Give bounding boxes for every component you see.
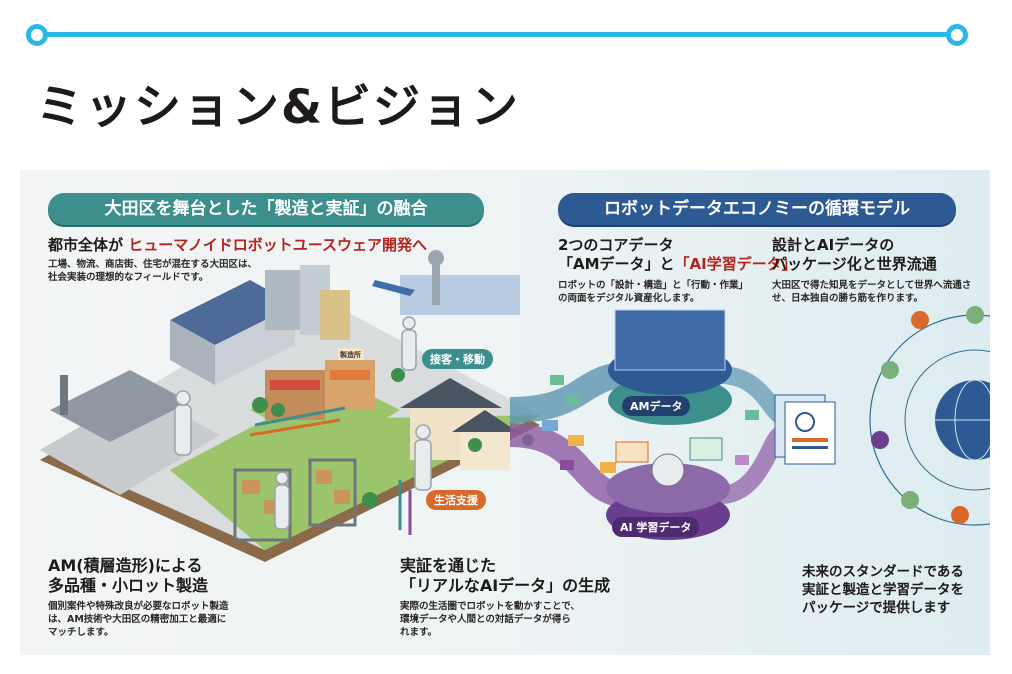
line-end-dot-right — [946, 24, 968, 46]
package-description: 大田区で得た知見をデータとして世界へ流通させ、日本独自の勝ち筋を作ります。 — [772, 280, 972, 304]
city-buildings — [265, 250, 520, 340]
am-manufacturing-title: AM(積層造形)による 多品種・小ロット製造 — [48, 556, 208, 596]
ai-data-label: AI 学習データ — [612, 517, 700, 537]
life-support-label: 生活支援 — [426, 490, 486, 510]
mission-infographic — [20, 170, 990, 655]
am-title-line1: AM(積層造形)による — [48, 556, 203, 575]
warehouse-shelves — [233, 458, 357, 542]
headline-prefix: 都市全体が — [48, 236, 124, 254]
headline-highlight: ヒューマノイドロボットユースウェア開発へ — [128, 236, 428, 254]
core-title-line1: 2つのコアデータ — [558, 236, 674, 254]
demo-title-line1: 実証を通じた — [400, 556, 497, 575]
core-title-am: 「AMデータ」と — [558, 255, 675, 273]
line-end-dot-left — [26, 24, 48, 46]
header-divider-line — [34, 32, 958, 37]
core-title-ai: 「AI学習データ」 — [674, 255, 797, 273]
package-title-line2: パッケージ化と世界流通 — [772, 255, 937, 273]
city-headline: 都市全体が ヒューマノイドロボットユースウェア開発へ — [48, 236, 427, 255]
future-line2: 実証と製造と学習データを — [802, 582, 964, 598]
humanoid-robots — [174, 316, 432, 530]
ai-data-hub — [606, 437, 730, 540]
future-statement: 未来のスタンダードである 実証と製造と学習データを パッケージで提供します — [802, 563, 964, 617]
shop-sign: 製造所 — [340, 351, 361, 359]
core-data-description: ロボットの「設計・構造」と「行動・作業」の両面をデジタル資産化します。 — [558, 280, 749, 304]
future-line3: パッケージで提供します — [802, 600, 951, 616]
package-title: 設計とAIデータの パッケージ化と世界流通 — [772, 236, 937, 274]
demo-title-line2: 「リアルなAIデータ」の生成 — [400, 576, 611, 595]
left-section-banner: 大田区を舞台とした「製造と実証」の融合 — [48, 193, 484, 225]
data-package-documents — [774, 394, 836, 465]
trees — [252, 368, 534, 508]
infographic-illustration — [40, 250, 990, 562]
am-title-line2: 多品種・小ロット製造 — [48, 576, 209, 595]
right-section-banner: ロボットデータエコノミーの循環モデル — [558, 193, 956, 225]
am-manufacturing-description: 個別案件や特殊改良が必要なロボット製造は、AM技術や大田区の精密加工と最適にマッ… — [48, 601, 229, 638]
am-data-label: AMデータ — [622, 396, 691, 416]
core-data-title: 2つのコアデータ 「AMデータ」と「AI学習データ」 — [558, 236, 797, 274]
package-title-line1: 設計とAIデータの — [772, 236, 895, 254]
service-mobility-label: 接客・移動 — [422, 349, 493, 369]
page-title: ミッション&ビジョン — [36, 80, 520, 135]
data-packets — [542, 375, 759, 473]
city-description: 工場、物流、商店街、住宅が混在する大田区は、社会実装の理想的なフィールドです。 — [48, 259, 258, 283]
demo-description: 実際の生活圏でロボットを動かすことで、環境データや人間との対話データが得られます… — [400, 601, 580, 638]
flow-arrows-city — [249, 406, 412, 535]
future-line1: 未来のスタンダードである — [802, 564, 964, 580]
global-network-globe — [869, 306, 990, 526]
demo-title: 実証を通じた 「リアルなAIデータ」の生成 — [400, 556, 610, 596]
